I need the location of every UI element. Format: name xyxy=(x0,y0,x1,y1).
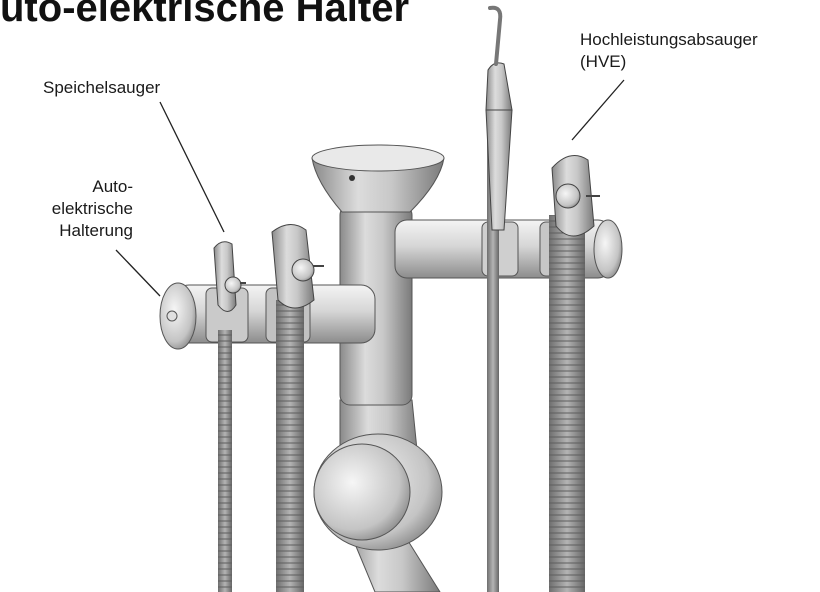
leader-speichelsauger xyxy=(160,102,224,232)
leader-halterung xyxy=(116,250,160,296)
callout-hve-line2: (HVE) xyxy=(580,51,758,73)
callout-hve-line1: Hochleistungsabsauger xyxy=(580,29,758,51)
callout-halterung-line2: elektrische xyxy=(52,198,133,220)
callout-auto-elektrische-halterung: Auto- elektrische Halterung xyxy=(52,176,133,242)
callout-hve: Hochleistungsabsauger (HVE) xyxy=(580,29,758,73)
left-holder-bar xyxy=(160,283,375,349)
leader-hve xyxy=(572,80,624,140)
handpiece xyxy=(486,8,512,230)
hve-holder xyxy=(552,156,600,237)
callout-speichelsauger-text: Speichelsauger xyxy=(43,78,160,97)
callout-speichelsauger: Speichelsauger xyxy=(43,77,160,99)
callout-halterung-line1: Auto- xyxy=(52,176,133,198)
callout-halterung-line3: Halterung xyxy=(52,220,133,242)
arm-joint xyxy=(314,434,442,550)
